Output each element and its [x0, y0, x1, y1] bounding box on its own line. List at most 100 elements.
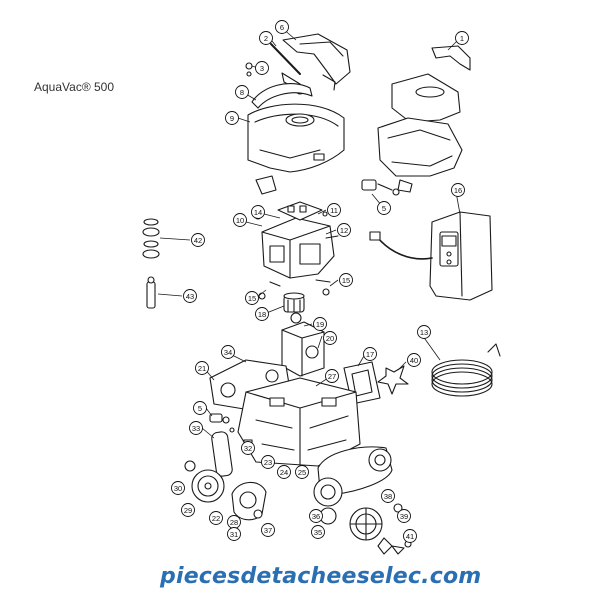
callout-11: 11 — [327, 203, 341, 217]
callout-12: 12 — [337, 223, 351, 237]
diagram-title: AquaVac® 500 — [34, 80, 115, 94]
callout-number: 33 — [192, 424, 200, 433]
callout-number: 12 — [340, 226, 348, 235]
callout-circle — [209, 511, 223, 525]
callout-circle — [337, 223, 351, 237]
part-handle-arc — [251, 83, 313, 109]
callout-number: 23 — [264, 458, 272, 467]
callout-circle — [181, 503, 195, 517]
callout-36: 36 — [309, 509, 323, 523]
callout-41: 41 — [403, 529, 417, 543]
callout-22: 22 — [209, 511, 223, 525]
callout-circle — [455, 31, 469, 45]
callout-circle — [407, 353, 421, 367]
callout-number: 1 — [460, 34, 464, 43]
callout-number: 32 — [244, 444, 252, 453]
callout-number: 11 — [330, 206, 338, 215]
callout-34: 34 — [221, 345, 235, 359]
callout-39: 39 — [397, 509, 411, 523]
callout-number: 15 — [342, 276, 350, 285]
callout-number: 35 — [314, 528, 322, 537]
callout-circle — [295, 465, 309, 479]
callout-29: 29 — [181, 503, 195, 517]
callout-8: 8 — [235, 85, 249, 99]
callout-circle — [261, 523, 275, 537]
callout-number: 27 — [328, 372, 336, 381]
callout-9: 9 — [225, 111, 239, 125]
callout-circle — [403, 529, 417, 543]
callout-number: 43 — [186, 292, 194, 301]
part-shaft — [146, 281, 156, 309]
callout-number: 40 — [410, 356, 418, 365]
callout-42: 42 — [191, 233, 205, 247]
callout-circle — [225, 111, 239, 125]
callout-number: 2 — [264, 34, 268, 43]
callout-circle — [189, 421, 203, 435]
part-bushing-stack — [142, 218, 160, 259]
callout-number: 5 — [382, 204, 386, 213]
callout-number: 36 — [312, 512, 320, 521]
callout-number: 15 — [248, 294, 256, 303]
part-top-cover-right — [391, 73, 461, 123]
callout-number: 41 — [406, 532, 414, 541]
callout-5: 5 — [193, 401, 207, 415]
part-hose-coil — [431, 343, 501, 397]
callout-number: 42 — [194, 236, 202, 245]
callout-number: 24 — [280, 468, 288, 477]
callout-number: 22 — [212, 514, 220, 523]
callout-6: 6 — [275, 20, 289, 34]
part-star-brush — [377, 365, 409, 395]
callout-37: 37 — [261, 523, 275, 537]
callout-number: 13 — [420, 328, 428, 337]
callout-circle — [451, 183, 465, 197]
callout-40: 40 — [407, 353, 421, 367]
callout-circle — [313, 317, 327, 331]
callout-circle — [183, 289, 197, 303]
callout-circle — [191, 233, 205, 247]
callout-number: 37 — [264, 526, 272, 535]
callout-number: 30 — [174, 484, 182, 493]
part-propeller — [377, 537, 393, 555]
callout-30: 30 — [171, 481, 185, 495]
callout-1: 1 — [455, 31, 469, 45]
callout-circle — [255, 307, 269, 321]
callout-circle — [255, 61, 269, 75]
callout-number: 34 — [224, 348, 232, 357]
callout-43: 43 — [183, 289, 197, 303]
callout-38: 38 — [381, 489, 395, 503]
callout-23: 23 — [261, 455, 275, 469]
callout-circle — [311, 525, 325, 539]
callout-circle — [193, 401, 207, 415]
callout-circle — [397, 509, 411, 523]
callout-31: 31 — [227, 527, 241, 541]
callout-circle — [261, 455, 275, 469]
callout-5: 5 — [377, 201, 391, 215]
callout-19: 19 — [313, 317, 327, 331]
callout-number: 16 — [454, 186, 462, 195]
callout-number: 20 — [326, 334, 334, 343]
callout-circle — [325, 369, 339, 383]
callout-number: 5 — [198, 404, 202, 413]
callout-circle — [277, 465, 291, 479]
part-screw — [245, 62, 253, 70]
part-clip — [431, 45, 471, 71]
part-connector — [361, 179, 377, 191]
callout-20: 20 — [323, 331, 337, 345]
callout-circle — [259, 31, 273, 45]
callout-circle — [417, 325, 431, 339]
part-gear — [184, 460, 196, 472]
callout-circle — [323, 331, 337, 345]
callout-circle — [245, 291, 259, 305]
callout-number: 14 — [254, 208, 262, 217]
callout-circle — [241, 441, 255, 455]
callout-number: 21 — [198, 364, 206, 373]
callout-circle — [171, 481, 185, 495]
callout-number: 18 — [258, 310, 266, 319]
callout-circle — [381, 489, 395, 503]
callout-10: 10 — [233, 213, 247, 227]
callout-circle — [251, 205, 265, 219]
callout-number: 38 — [384, 492, 392, 501]
callout-27: 27 — [325, 369, 339, 383]
watermark: piecesdetacheeselec.com — [160, 564, 482, 589]
